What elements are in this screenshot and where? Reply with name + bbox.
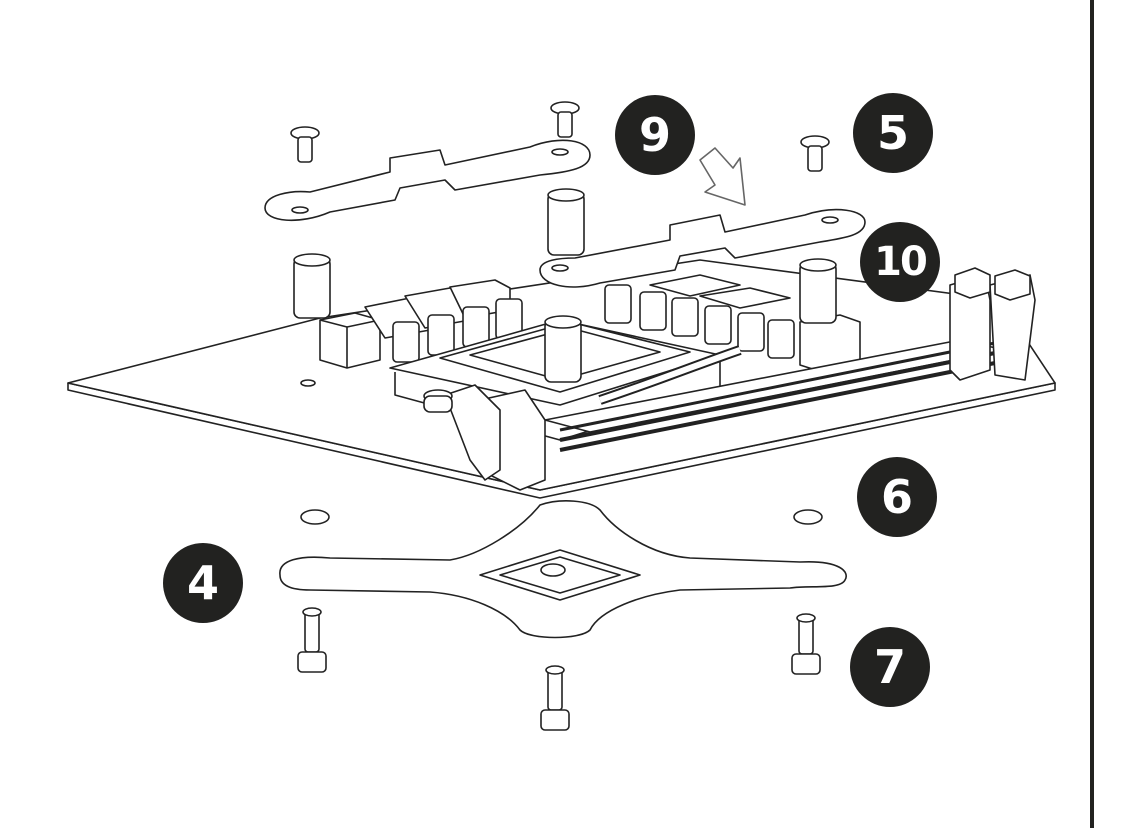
callout-4: 4: [163, 543, 243, 623]
page-edge-bar: [1090, 0, 1094, 828]
standoffs: [293, 188, 837, 413]
top-screws: [290, 101, 830, 172]
callout-7: 7: [850, 627, 930, 707]
backplate: [279, 500, 847, 639]
callout-6: 6: [857, 457, 937, 537]
callout-5: 5: [853, 93, 933, 173]
direction-arrow: [699, 147, 746, 206]
memory-slots: [444, 267, 1036, 491]
mounting-brackets: [264, 139, 866, 288]
washers: [300, 509, 823, 525]
callout-10: 10: [860, 222, 940, 302]
io-components: [319, 274, 861, 373]
callout-9: 9: [615, 95, 695, 175]
bottom-screws: [297, 607, 821, 731]
